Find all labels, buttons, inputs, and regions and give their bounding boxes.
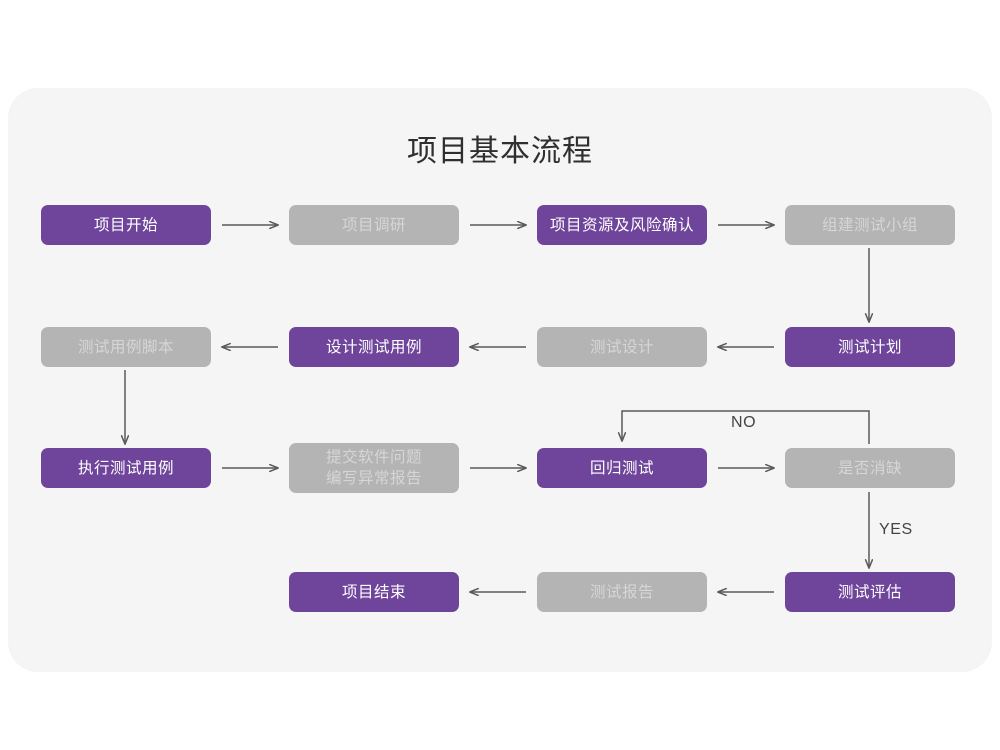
node-test-design[interactable]: 测试设计	[537, 327, 707, 367]
node-test-report[interactable]: 测试报告	[537, 572, 707, 612]
node-submit-defect-report[interactable]: 提交软件问题 编写异常报告	[289, 443, 459, 493]
node-project-research[interactable]: 项目调研	[289, 205, 459, 245]
page-title: 项目基本流程	[407, 135, 593, 168]
node-form-test-team[interactable]: 组建测试小组	[785, 205, 955, 245]
node-test-plan[interactable]: 测试计划	[785, 327, 955, 367]
node-regression-test[interactable]: 回归测试	[537, 448, 707, 488]
node-resource-risk-confirm[interactable]: 项目资源及风险确认	[537, 205, 707, 245]
node-defect-resolved[interactable]: 是否消缺	[785, 448, 955, 488]
edge-label-yes: YES	[879, 521, 913, 538]
node-design-test-case[interactable]: 设计测试用例	[289, 327, 459, 367]
node-project-start[interactable]: 项目开始	[41, 205, 211, 245]
node-test-case-script[interactable]: 测试用例脚本	[41, 327, 211, 367]
node-execute-test-case[interactable]: 执行测试用例	[41, 448, 211, 488]
edge-label-no: NO	[731, 414, 757, 431]
node-test-evaluation[interactable]: 测试评估	[785, 572, 955, 612]
node-project-end[interactable]: 项目结束	[289, 572, 459, 612]
